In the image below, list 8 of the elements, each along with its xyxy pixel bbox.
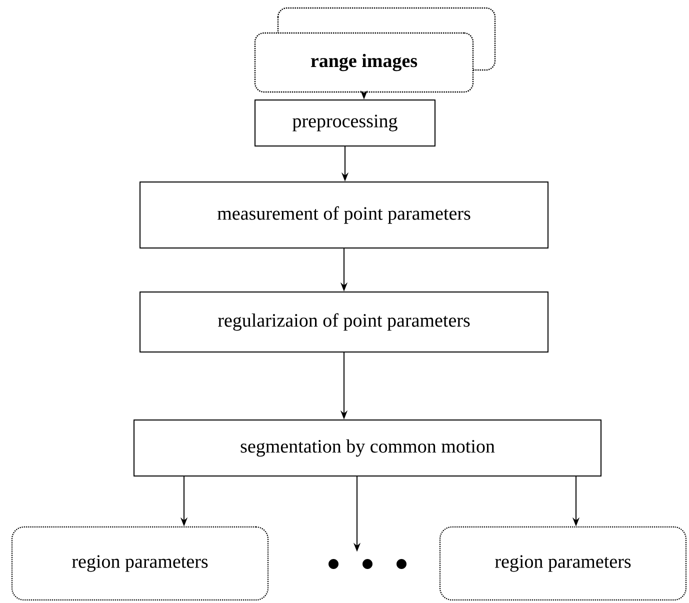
process-box: regularizaion of point parameters bbox=[140, 292, 548, 352]
ellipsis-dots bbox=[328, 558, 406, 569]
rounded-box: region parameters bbox=[439, 526, 687, 601]
process-box: segmentation by common motion bbox=[134, 419, 602, 476]
stacked-rounded-box: range images bbox=[254, 7, 496, 93]
process-box: measurement of point parameters bbox=[140, 182, 548, 248]
rounded-box: region parameters bbox=[11, 526, 269, 601]
process-box: preprocessing bbox=[254, 100, 436, 146]
